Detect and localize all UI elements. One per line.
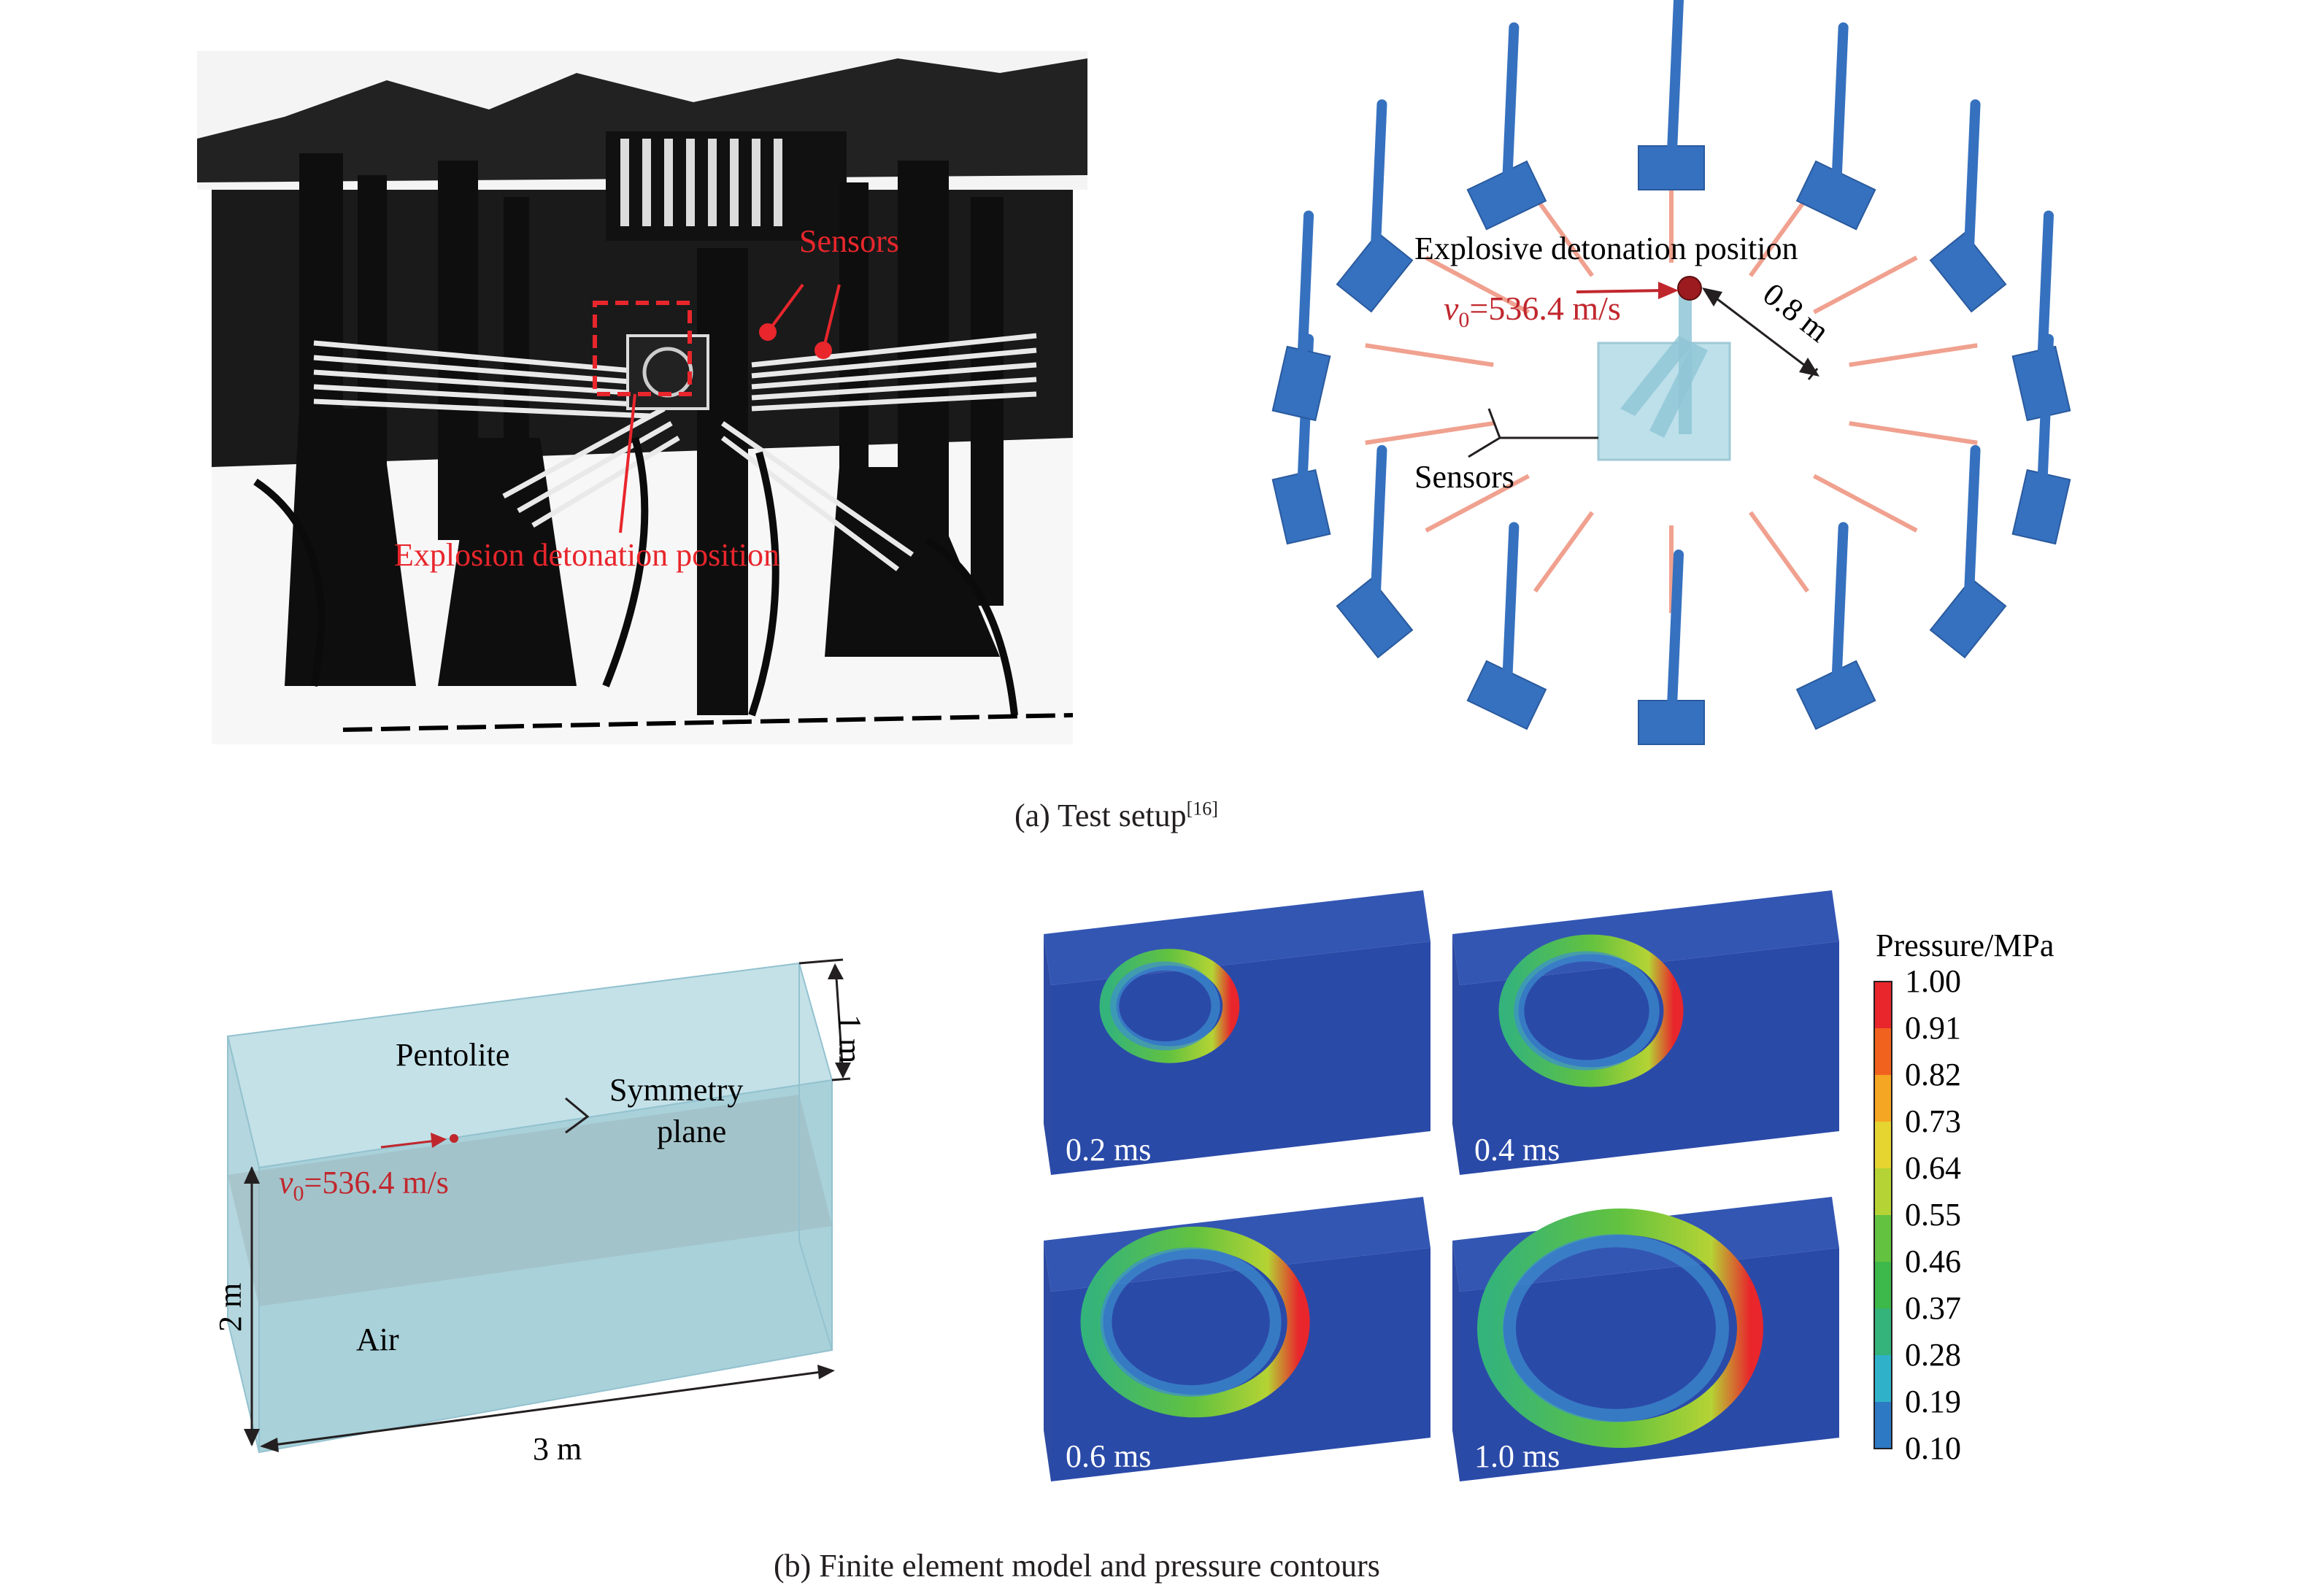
- legend-tick-label: 0.19: [1905, 1384, 1961, 1419]
- legend-tick-label: 0.82: [1905, 1057, 1961, 1092]
- gauge-post: [1501, 22, 1520, 201]
- panel-time-label: 0.2 ms: [1066, 1132, 1151, 1168]
- air-label: Air: [356, 1322, 399, 1357]
- sensor-gauge: [1749, 195, 1810, 277]
- gauge-post: [1830, 522, 1849, 701]
- gauge-post: [1963, 99, 1981, 278]
- legend-color-band: [1874, 1402, 1892, 1449]
- sensor-gauge: [1813, 474, 1918, 533]
- explosive-charge: [1677, 276, 1702, 301]
- contour-panel: 1.0 ms: [1452, 1197, 1839, 1481]
- height-label: 2 m: [212, 1283, 248, 1332]
- legend-tick-label: 0.73: [1905, 1103, 1961, 1139]
- detonation-highlight-box: [593, 301, 692, 396]
- panel-time-label: 0.6 ms: [1066, 1438, 1151, 1474]
- schematic-sensors-label: Sensors: [1414, 459, 1514, 495]
- sensor-gauge: [1813, 255, 1918, 315]
- pressure-wave-ring: [1477, 1208, 1763, 1448]
- fe-model-diagram: 1 m 2 m 3 m Pentolite v0=536.4 m/s Symme…: [190, 934, 890, 1474]
- gauge-post: [1666, 0, 1684, 173]
- legend-color-band: [1874, 982, 1892, 1029]
- detonation-leader-line: [619, 393, 636, 533]
- legend-tick-label: 0.55: [1905, 1197, 1961, 1233]
- photo-sensors-label: Sensors: [799, 223, 899, 259]
- legend-tick-label: 0.28: [1905, 1337, 1961, 1373]
- gauge-post: [1666, 550, 1684, 728]
- legend-color-band: [1874, 1075, 1892, 1122]
- contour-panel: 0.6 ms: [1044, 1197, 1430, 1481]
- sensor-gauge: [1849, 343, 1978, 367]
- test-setup-schematic: v0=536.4 m/s Explosive detonation positi…: [1212, 0, 2117, 774]
- legend-color-band: [1874, 1028, 1892, 1076]
- length-label: 3 m: [533, 1431, 582, 1467]
- pressure-wave-ring: [1498, 934, 1684, 1087]
- gauge-post: [2036, 210, 2054, 389]
- legend-color-band: [1874, 1355, 1892, 1403]
- gauge-post: [1369, 444, 1387, 623]
- legend-color-band: [1874, 1168, 1892, 1216]
- sensor-gauge: [1365, 421, 1494, 445]
- legend-title: Pressure/MPa: [1876, 928, 2054, 963]
- pressure-wave-ring: [1099, 949, 1240, 1063]
- schematic-detonation-label: Explosive detonation position: [1414, 231, 1798, 266]
- legend-color-band: [1874, 1308, 1892, 1356]
- pentolite-charge: [450, 1134, 458, 1143]
- sensor-gauge: [1425, 474, 1530, 533]
- legend-tick-label: 0.46: [1905, 1244, 1961, 1279]
- legend-color-band: [1874, 1122, 1892, 1169]
- legend-tick-label: 0.64: [1905, 1150, 1961, 1186]
- caption-a: (a) Test setup[16]: [1014, 798, 1218, 833]
- legend-tick-label: 0.37: [1905, 1290, 1961, 1326]
- caption-b: (b) Finite element model and pressure co…: [774, 1548, 1380, 1584]
- photo-detonation-label: Explosion detonation position: [394, 537, 779, 573]
- gauge-post: [1369, 99, 1387, 278]
- legend-tick-label: 0.91: [1905, 1010, 1961, 1046]
- legend-tick-label: 1.00: [1905, 963, 1961, 999]
- sensor-gauge: [1749, 511, 1810, 593]
- schematic-velocity-label: v0=536.4 m/s: [1444, 290, 1621, 332]
- symmetry-label-1: Symmetry: [609, 1072, 743, 1108]
- legend-tick-label: 0.10: [1905, 1430, 1961, 1466]
- pressure-legend: Pressure/MPa 1.00 0.91 0.82 0.73 0.64 0.55 0.4…: [1868, 927, 2131, 1481]
- gauge-post: [1963, 444, 1981, 623]
- pressure-contours: 0.2 ms 0.4 ms 0.6 ms 1.0 ms: [1036, 890, 1854, 1533]
- gauge-post: [1296, 210, 1314, 389]
- pentolite-label: Pentolite: [396, 1037, 509, 1073]
- sensor-gauge: [1533, 511, 1594, 593]
- panel-time-label: 1.0 ms: [1474, 1438, 1560, 1474]
- sensor-gauge: [1849, 421, 1978, 445]
- contour-panel: 0.2 ms: [1044, 890, 1430, 1175]
- pressure-wave-ring: [1080, 1226, 1310, 1418]
- contour-panel: 0.4 ms: [1452, 890, 1839, 1175]
- gauge-post: [1830, 22, 1849, 201]
- gauge-post: [2036, 334, 2054, 512]
- panel-time-label: 0.4 ms: [1474, 1132, 1560, 1168]
- gauge-post: [1501, 522, 1520, 701]
- symmetry-label-2: plane: [657, 1114, 726, 1149]
- legend-color-band: [1874, 1215, 1892, 1262]
- sensor-gauge: [1425, 255, 1530, 315]
- fe-velocity-label: v0=536.4 m/s: [279, 1165, 449, 1206]
- test-photograph: Sensors Explosion detonation position: [197, 29, 1087, 752]
- depth-label: 1 m: [832, 1014, 868, 1063]
- symmetry-plane: [228, 1095, 832, 1306]
- sensor-gauge: [1533, 195, 1594, 277]
- sensor-gauge: [1365, 343, 1494, 367]
- legend-color-band: [1874, 1262, 1892, 1309]
